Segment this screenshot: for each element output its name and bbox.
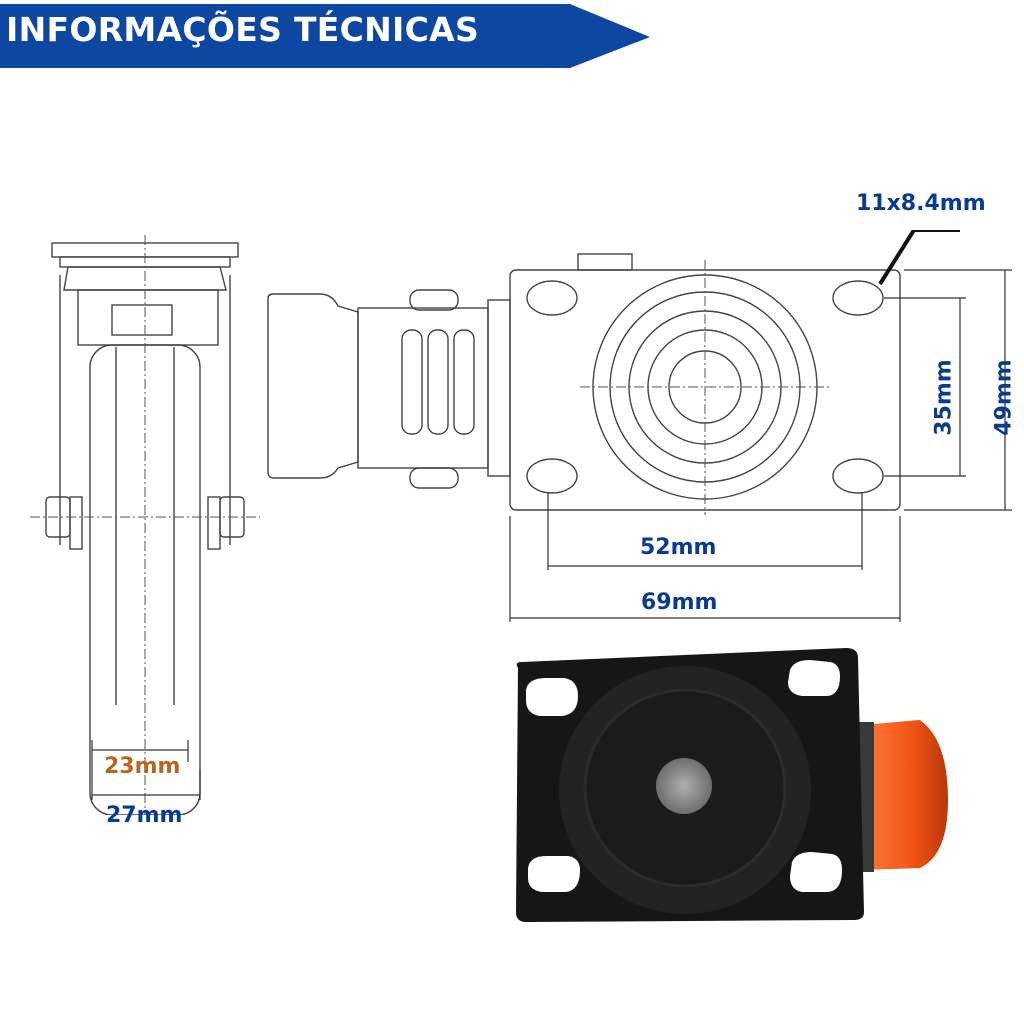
hole-size-label: 11x8.4mm (856, 191, 986, 216)
mounting-hole (832, 458, 884, 494)
brake-pedal (267, 293, 359, 479)
plate-height-label: 49mm (991, 359, 1017, 436)
wheel-width-label: 23mm (104, 754, 181, 779)
side-dimension-lines (91, 740, 201, 800)
photo-center-rivet (656, 758, 712, 814)
side-swivel-head (63, 266, 227, 291)
hole-spacing-horizontal-label: 52mm (640, 535, 717, 560)
product-photo (516, 648, 948, 922)
plate-width-label: 69mm (641, 590, 718, 615)
hole-leader-line (878, 230, 960, 286)
header-banner (0, 4, 650, 68)
hole-spacing-vertical-label: 35mm (931, 359, 957, 436)
banner-arrow-shape (0, 4, 650, 68)
page-title: INFORMAÇÕES TÉCNICAS (6, 10, 480, 49)
photo-hole (790, 852, 842, 892)
mounting-hole (832, 280, 884, 316)
top-view-drawing (267, 230, 1012, 622)
mounting-hole (526, 280, 578, 316)
photo-hole (526, 678, 578, 716)
mounting-hole (526, 458, 578, 494)
photo-orange-wheel (862, 720, 948, 870)
photo-hole (788, 660, 840, 696)
total-width-label: 27mm (106, 803, 183, 828)
side-view-drawing (30, 235, 260, 815)
photo-hole (528, 856, 580, 892)
